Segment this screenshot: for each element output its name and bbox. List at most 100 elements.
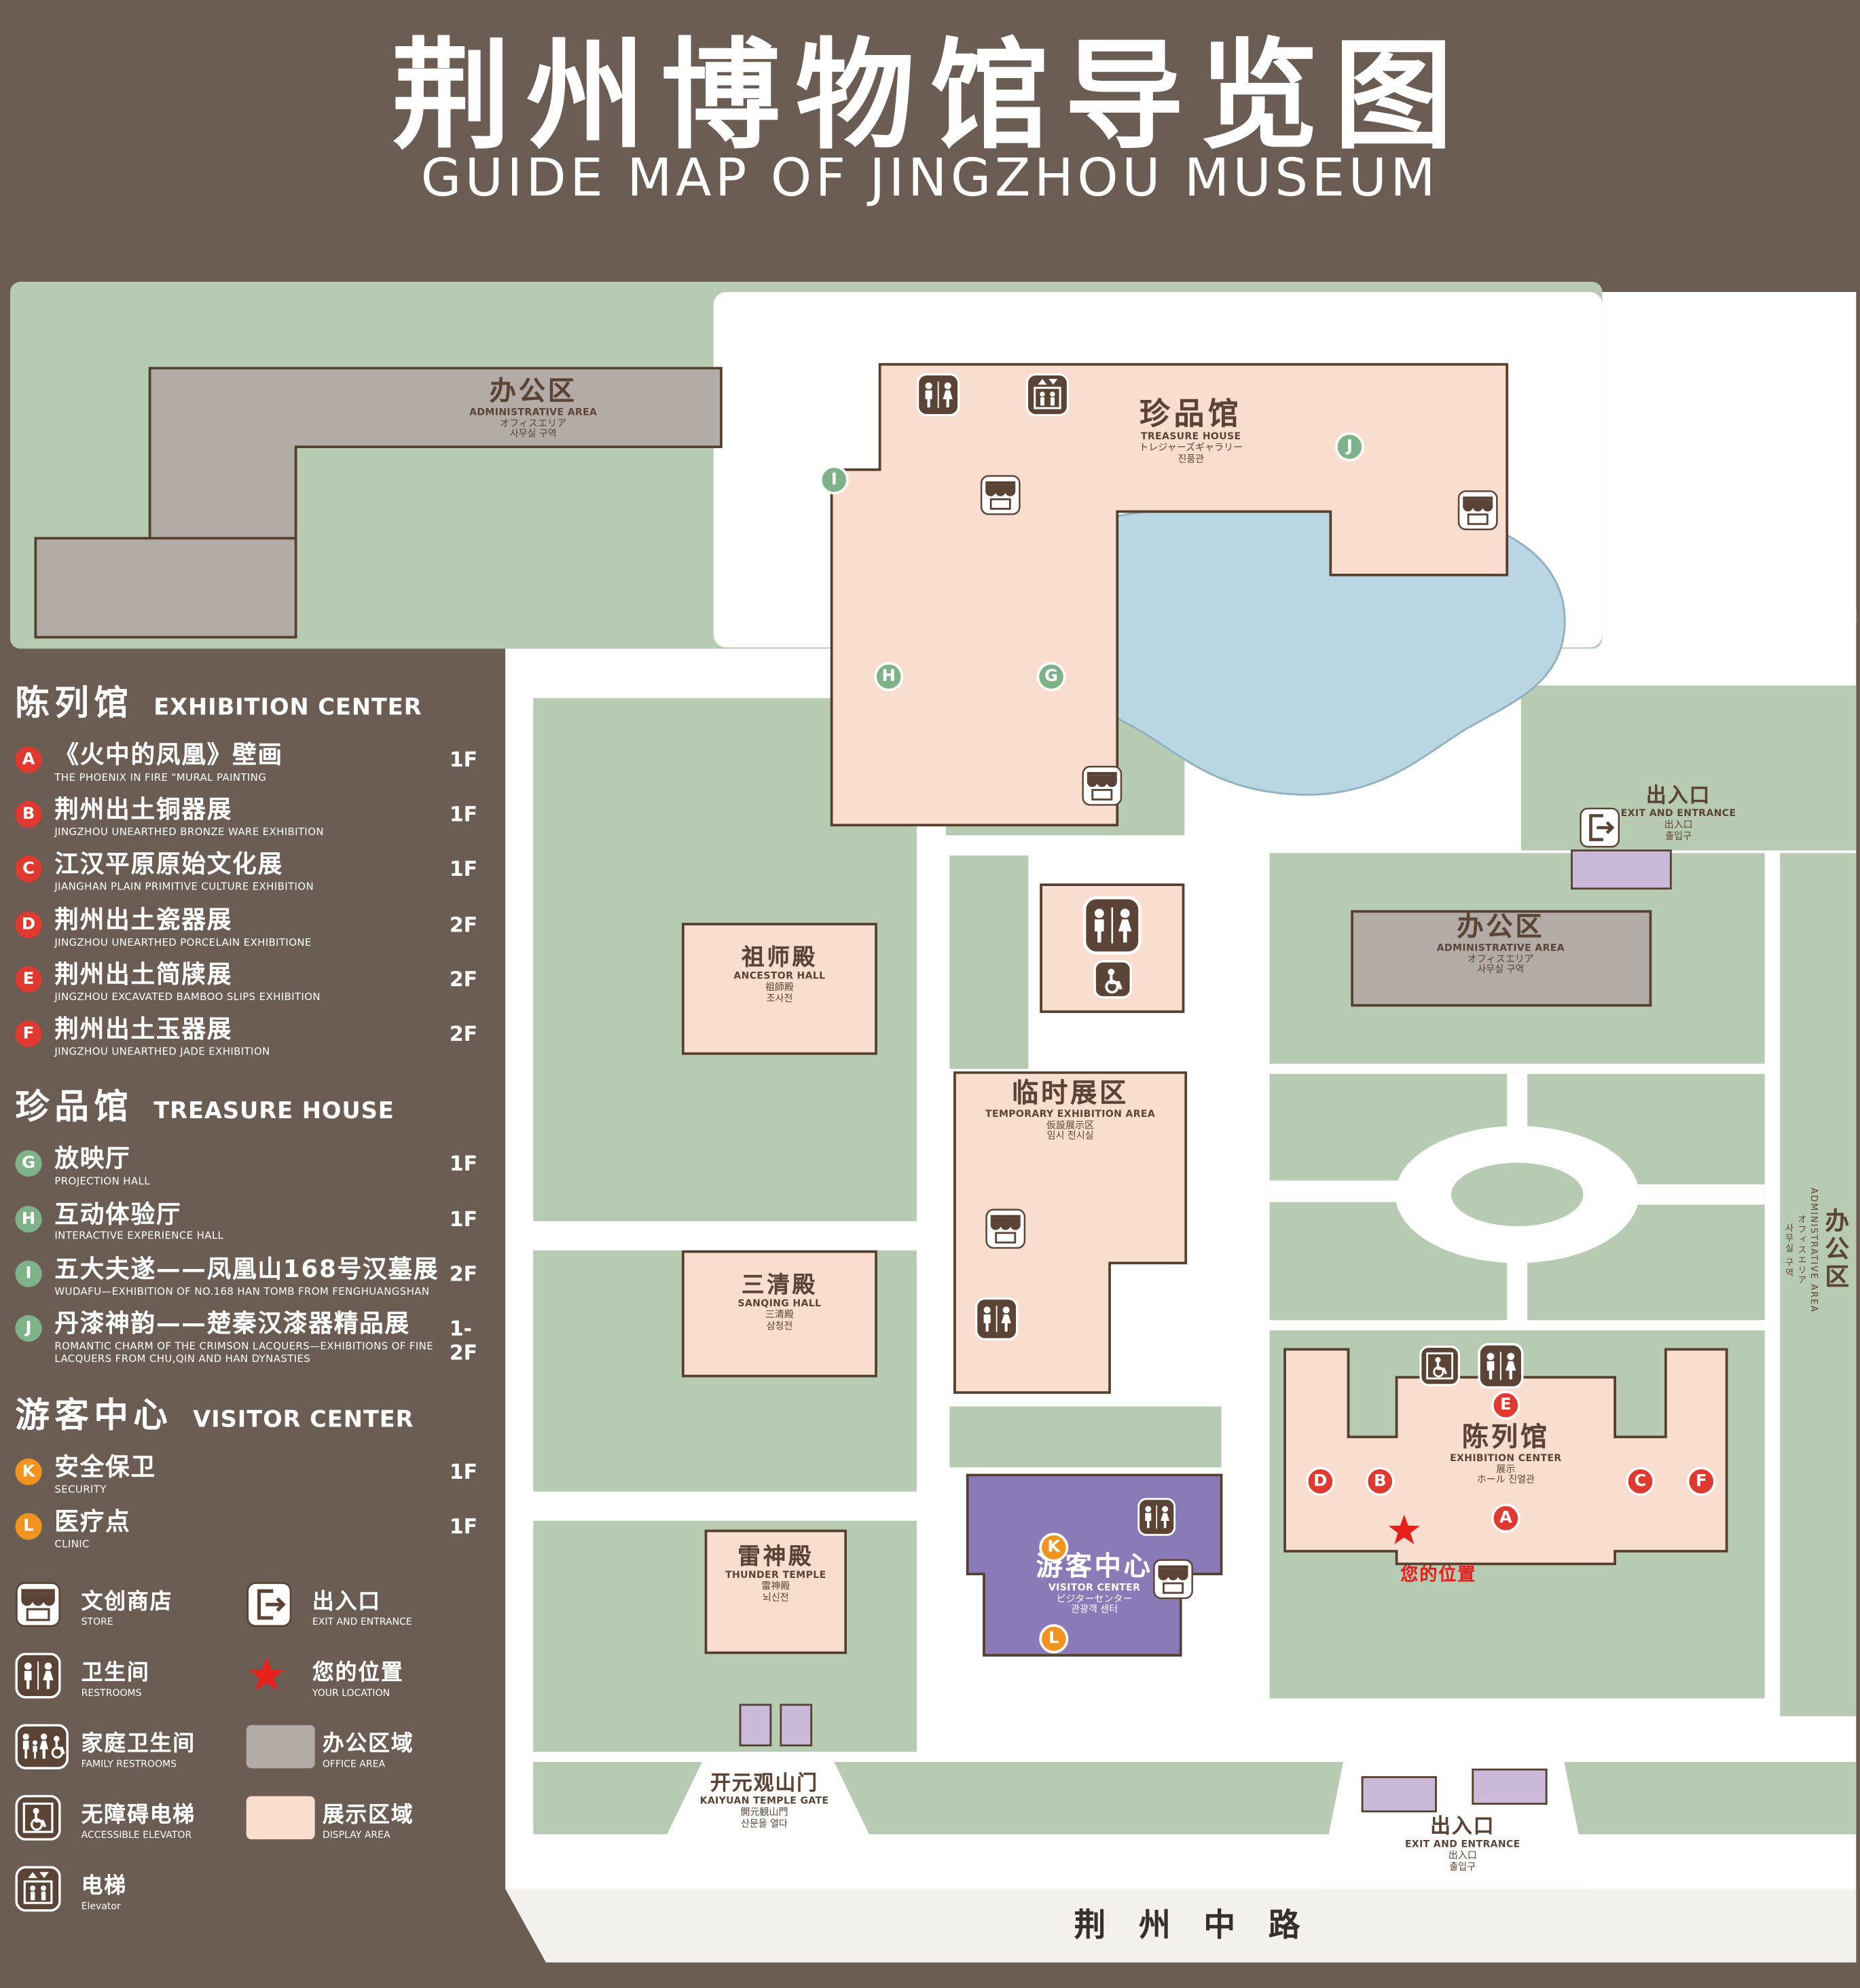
marker-badge: A — [15, 746, 42, 773]
exit-icon — [247, 1582, 305, 1627]
exhibition-center-building — [1283, 1348, 1728, 1566]
page-title: 荆州博物馆导览图 — [391, 28, 1469, 166]
thunder-temple-building — [704, 1529, 847, 1655]
map-marker-C: C — [1626, 1467, 1656, 1496]
gate-opening — [665, 1762, 871, 1839]
floor-label: 2F — [449, 1262, 478, 1286]
marker-badge: F — [15, 1020, 42, 1048]
map-marker-L: L — [1039, 1624, 1069, 1654]
map-marker-D: D — [1305, 1467, 1335, 1496]
section-title: 陈列馆 — [15, 684, 134, 724]
ancestor-hall-building — [681, 923, 877, 1055]
marker-badge: E — [15, 965, 42, 993]
marker-badge: J — [15, 1315, 42, 1342]
elevator-icon — [15, 1866, 73, 1912]
sanqing-hall-building — [681, 1250, 877, 1378]
store-icon — [980, 475, 1021, 515]
elevator-icon — [1419, 1346, 1460, 1386]
map-marker-H: H — [874, 661, 904, 691]
section-title: 珍品馆 — [15, 1088, 134, 1128]
south-exit-pad-left — [1361, 1776, 1437, 1813]
admin-top-building-annex — [34, 536, 297, 639]
accessible-elevator-icon — [15, 1795, 73, 1841]
south-exit-pad-right — [1472, 1768, 1548, 1805]
marker-badge: H — [15, 1205, 42, 1232]
admin-right-building — [1351, 910, 1652, 1007]
section-title: 游客中心 — [15, 1396, 173, 1436]
road — [505, 1888, 1857, 1963]
floor-label: 1F — [449, 748, 478, 772]
map-marker-A: A — [1491, 1503, 1520, 1533]
gate-pad-left — [739, 1704, 772, 1747]
floor-label: 1F — [449, 1459, 478, 1484]
your-location-star-icon — [247, 1655, 305, 1696]
restroom-icon — [15, 1653, 73, 1699]
marker-badge: C — [15, 855, 42, 883]
floor-label: 1F — [449, 857, 478, 882]
restroom-icon — [1478, 1343, 1523, 1388]
restroom-icon — [1083, 896, 1142, 955]
elevator-icon — [1026, 373, 1070, 417]
restroom-icon — [917, 373, 960, 417]
store-icon — [985, 1209, 1026, 1249]
marker-badge: K — [15, 1458, 42, 1485]
store-icon — [1082, 765, 1123, 806]
marker-badge: L — [15, 1513, 42, 1540]
map-marker-I: I — [819, 465, 849, 495]
family-restroom-icon — [15, 1724, 73, 1769]
garden-paths — [1269, 1073, 1765, 1321]
page-subtitle: GUIDE MAP OF JINGZHOU MUSEUM — [420, 147, 1440, 208]
store-icon — [1153, 1559, 1194, 1600]
map-marker-J: J — [1334, 432, 1364, 462]
office-area-swatch — [246, 1725, 315, 1769]
display-area-swatch — [246, 1796, 315, 1840]
marker-badge: I — [15, 1260, 42, 1287]
floor-label: 1F — [449, 1514, 478, 1539]
map-marker-B: B — [1365, 1467, 1395, 1496]
entrance-pad-top — [1571, 849, 1672, 890]
map-marker-E: E — [1491, 1391, 1520, 1420]
floor-label: 2F — [449, 912, 478, 937]
restroom-icon — [975, 1297, 1019, 1341]
floor-label: 1-2F — [449, 1316, 478, 1365]
marker-badge: D — [15, 910, 42, 938]
floor-label: 2F — [449, 1022, 478, 1046]
floor-label: 1F — [449, 1207, 478, 1231]
floor-label: 1F — [449, 1152, 478, 1177]
marker-badge: B — [15, 801, 42, 828]
